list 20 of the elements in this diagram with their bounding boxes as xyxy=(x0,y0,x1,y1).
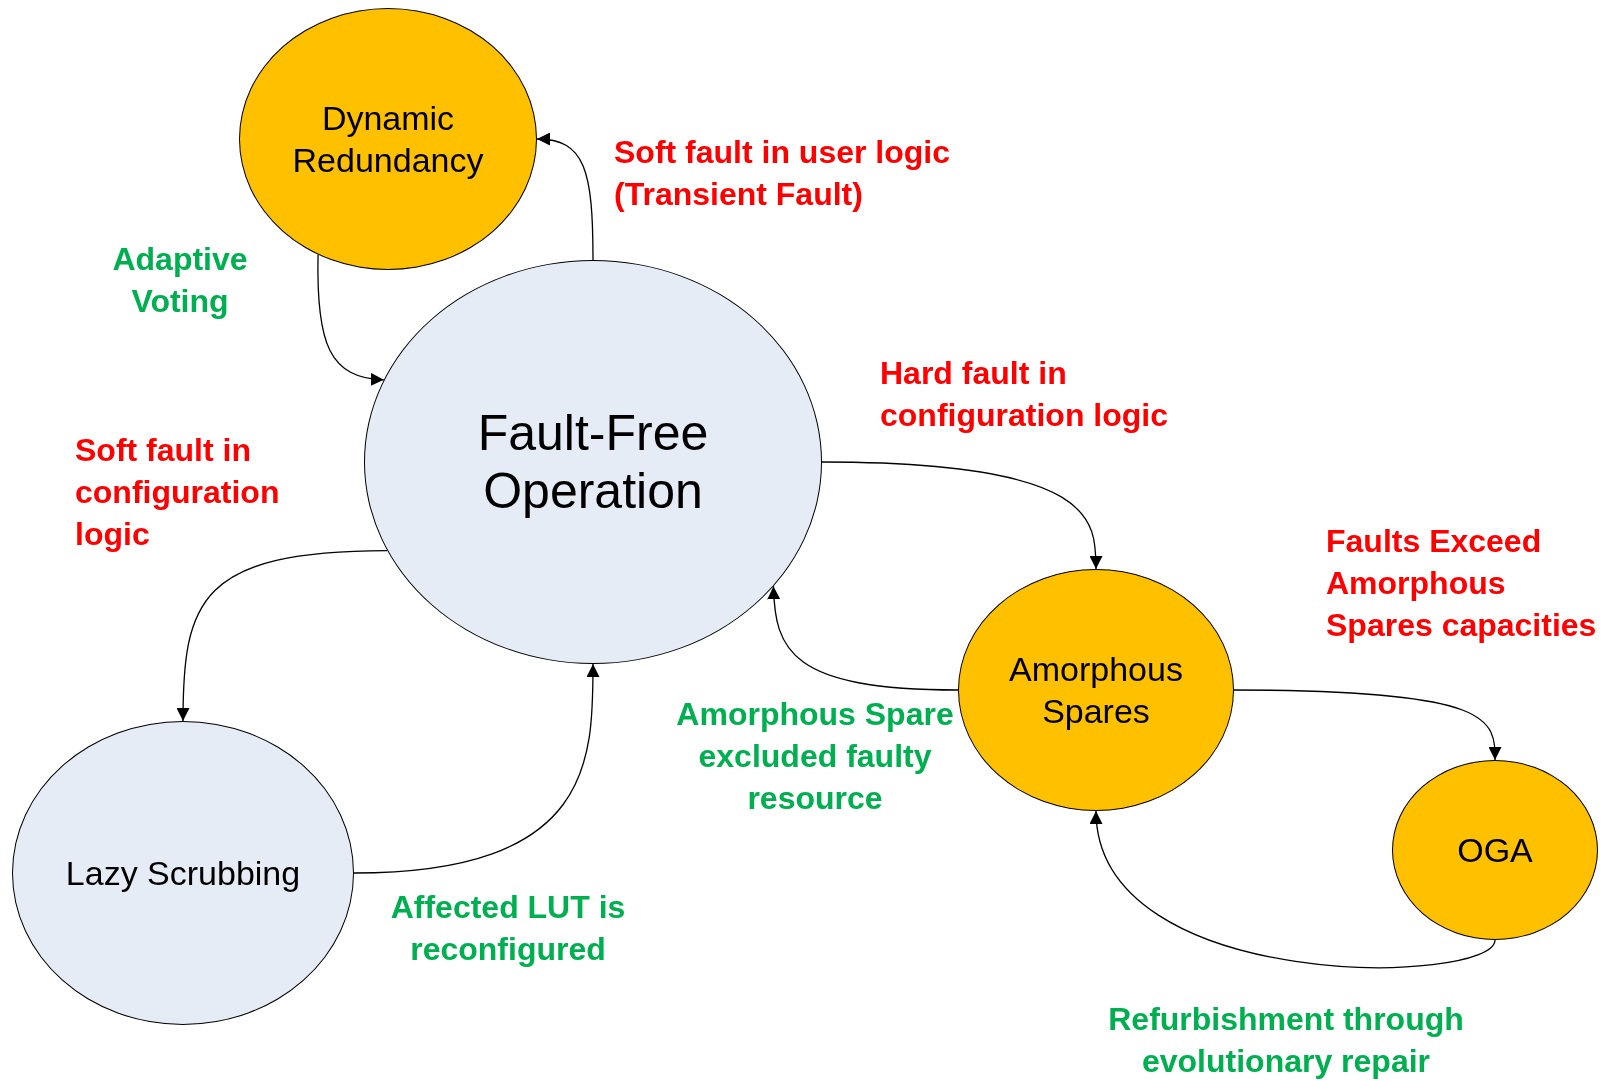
edge-label: Refurbishment through evolutionary repair xyxy=(1107,1000,1465,1081)
edge-label: Soft fault in configuration logic xyxy=(75,431,281,554)
state-label: OGA xyxy=(1456,830,1534,871)
arrow xyxy=(536,133,594,261)
arrow xyxy=(353,663,600,874)
edge-label: Soft fault in user logic (Transient Fault) xyxy=(614,133,951,214)
edge-label: Faults Exceed Amorphous Spares capacities xyxy=(1326,522,1598,645)
state-label: Lazy Scrubbing xyxy=(64,853,302,894)
arrow xyxy=(1233,689,1502,761)
arrow xyxy=(821,461,1103,570)
state-label: Dynamic Redundancy xyxy=(291,98,485,181)
edge-label: Affected LUT is reconfigured xyxy=(389,888,627,969)
state-label: Amorphous Spares xyxy=(1008,649,1184,732)
edge-label: Amorphous Spare excluded faulty resource xyxy=(675,695,955,818)
edge-label: Adaptive Voting xyxy=(111,240,249,321)
edge-label: Hard fault in configuration logic xyxy=(880,354,1169,435)
state-label: Fault-Free Operation xyxy=(476,404,710,520)
arrow xyxy=(767,585,959,691)
arrow xyxy=(1092,810,1496,969)
arrow xyxy=(176,549,388,722)
